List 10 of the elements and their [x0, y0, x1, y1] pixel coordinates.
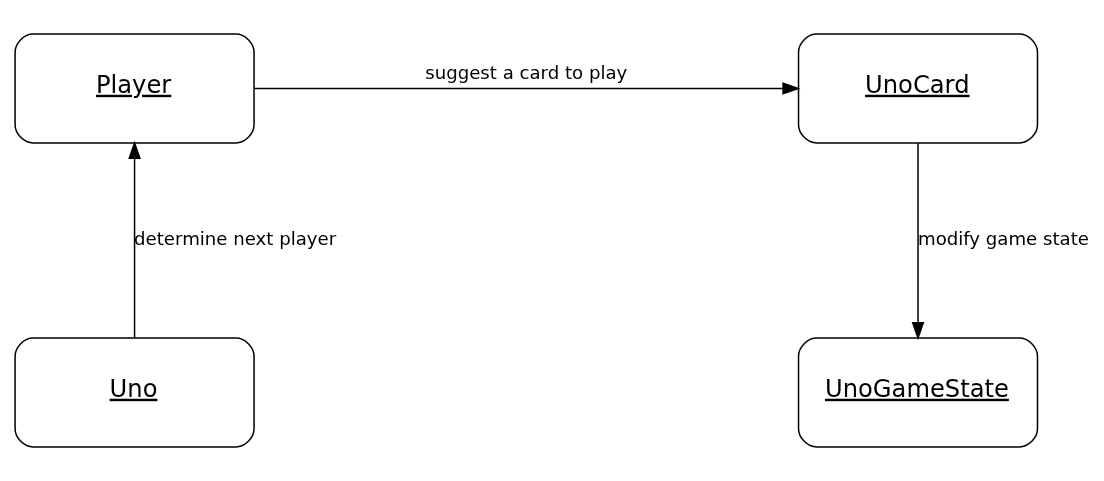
- node-box: UnoGameState: [797, 337, 1039, 448]
- arrow: [911, 142, 925, 341]
- node-box: Uno: [14, 337, 255, 448]
- node-box: UnoCard: [797, 33, 1039, 144]
- edge-label: modify game state: [918, 228, 1089, 250]
- node-box: Player: [14, 33, 255, 144]
- edge-label: suggest a card to play: [425, 61, 628, 83]
- edge-label: determine next player: [134, 228, 337, 250]
- arrow: [128, 140, 141, 339]
- arrow: [253, 82, 801, 95]
